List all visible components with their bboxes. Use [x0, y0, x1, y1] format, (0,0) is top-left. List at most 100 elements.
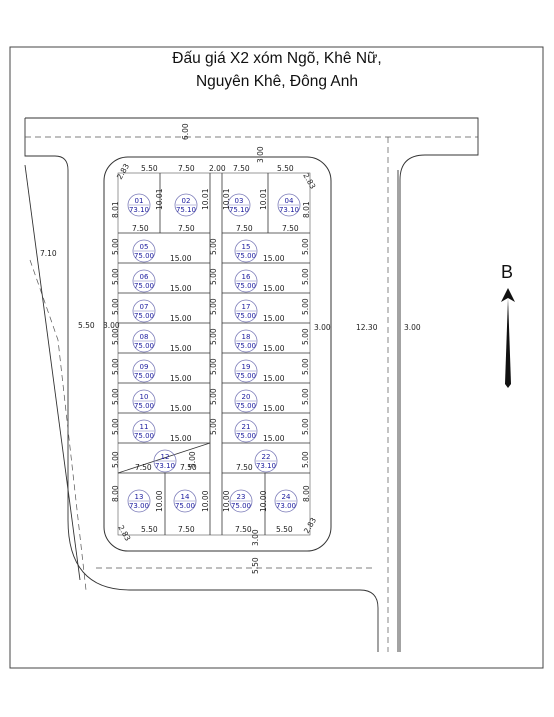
dim-left-width-12: 5.00 — [111, 451, 120, 468]
dim-right-width: 5.00 — [301, 298, 310, 315]
dim-back-01: 7.50 — [132, 224, 149, 233]
dim-front-02: 7.50 — [178, 164, 195, 173]
dim-left-mid: 5.50 — [78, 321, 95, 330]
lot-circle — [174, 193, 198, 217]
lot-area: 75.00 — [231, 502, 251, 510]
dim-left-width: 5.00 — [111, 358, 120, 375]
lot-number: 03 — [235, 197, 244, 205]
dim-left-width: 5.00 — [111, 328, 120, 345]
lot-circle — [234, 359, 258, 383]
dim-left-depth: 15.00 — [170, 434, 192, 443]
lot-circle — [234, 239, 258, 263]
dim-left-inner-width: 5.00 — [209, 358, 218, 375]
dim-corner-bl: 2.83 — [116, 524, 132, 543]
dim-left-width: 5.00 — [111, 238, 120, 255]
lot-number: 17 — [242, 303, 251, 311]
lot-number: 07 — [140, 303, 149, 311]
dim-depth-23b: 10.00 — [259, 490, 268, 512]
lot-circle — [173, 489, 197, 513]
dim-front-24: 5.50 — [276, 525, 293, 534]
lot-number: 05 — [140, 243, 149, 251]
dim-front-14: 7.50 — [178, 525, 195, 534]
dim-left-depth: 15.00 — [170, 284, 192, 293]
dim-corner-tl: 2.83 — [115, 162, 131, 181]
dim-right-width: 5.00 — [301, 328, 310, 345]
lot-circle — [227, 193, 251, 217]
dim-left-width: 5.00 — [111, 268, 120, 285]
lot-area: 75.00 — [236, 252, 256, 260]
dim-depth-02b: 10.01 — [201, 188, 210, 210]
lot-number: 19 — [242, 363, 251, 371]
dim-depth-14: 10.00 — [155, 490, 164, 512]
lot-circle — [234, 419, 258, 443]
dim-top-road: 6.00 — [181, 123, 190, 140]
lot-number: 11 — [140, 423, 149, 431]
dim-left-inner-width: 5.00 — [209, 238, 218, 255]
lot-circle — [132, 269, 156, 293]
dim-back-02: 7.50 — [178, 224, 195, 233]
dim-left-inner-width: 5.00 — [209, 268, 218, 285]
lot-area: 73.10 — [256, 462, 276, 470]
dim-front-13: 5.50 — [141, 525, 158, 534]
lot-area: 73.00 — [129, 502, 149, 510]
lot-area: 75.10 — [229, 206, 249, 214]
lot-area: 75.00 — [236, 402, 256, 410]
lot-number: 04 — [285, 197, 294, 205]
lot-circle — [132, 329, 156, 353]
dim-back-04: 7.50 — [282, 224, 299, 233]
lot-circle — [277, 193, 301, 217]
lot-circle — [132, 389, 156, 413]
dim-right-depth: 15.00 — [263, 254, 285, 263]
dim-depth-14b: 10.00 — [201, 490, 210, 512]
lot-number: 24 — [282, 493, 291, 501]
dim-back-12a: 7.50 — [135, 463, 152, 472]
dim-right-road: 12.30 — [356, 323, 378, 332]
dim-right-width-22: 5.00 — [301, 451, 310, 468]
lot-circle — [127, 193, 151, 217]
dim-right-depth: 15.00 — [263, 374, 285, 383]
dim-right-width: 5.00 — [301, 418, 310, 435]
dimension-labels: 6.00 7.10 5.50 3.00 3.00 12.30 3.00 3.00… — [40, 123, 421, 574]
map-title-line-1: Đấu giá X2 xóm Ngõ, Khê Nữ, — [172, 50, 382, 67]
lot-number: 20 — [242, 393, 251, 401]
dim-left-road: 7.10 — [40, 249, 57, 258]
row-dimension-labels: 5.00 5.00 5.00 15.00 15.00 5.00 5.00 5.00 15.00 1… — [111, 238, 310, 468]
dim-left-width: 5.00 — [111, 388, 120, 405]
lot-number: 02 — [182, 197, 191, 205]
dim-right-depth: 15.00 — [263, 434, 285, 443]
lot-circle — [132, 299, 156, 323]
dim-left-width: 5.00 — [111, 298, 120, 315]
dim-right-gap: 3.00 — [314, 323, 331, 332]
lot-area: 75.10 — [176, 206, 196, 214]
dim-left-depth: 15.00 — [170, 344, 192, 353]
lot-number: 13 — [135, 493, 144, 501]
dim-right-edge: 3.00 — [404, 323, 421, 332]
dim-depth-03: 10.01 — [222, 188, 231, 210]
lot-number: 01 — [135, 197, 144, 205]
dim-depth-02: 10.01 — [155, 188, 164, 210]
lot-area: 75.00 — [134, 402, 154, 410]
lot-number: 14 — [181, 493, 190, 501]
lot-area: 73.10 — [129, 206, 149, 214]
dim-left-depth: 15.00 — [170, 374, 192, 383]
lot-number: 08 — [140, 333, 149, 341]
lot-number: 10 — [140, 393, 149, 401]
dim-back-12b: 7.50 — [180, 463, 197, 472]
dim-right-depth: 15.00 — [263, 344, 285, 353]
lot-area: 73.00 — [276, 502, 296, 510]
dim-right-depth: 15.00 — [263, 284, 285, 293]
lot-number: 23 — [237, 493, 246, 501]
dim-front-04: 5.50 — [277, 164, 294, 173]
dim-left-gap: 3.00 — [103, 321, 120, 330]
dim-left-width: 5.00 — [111, 418, 120, 435]
